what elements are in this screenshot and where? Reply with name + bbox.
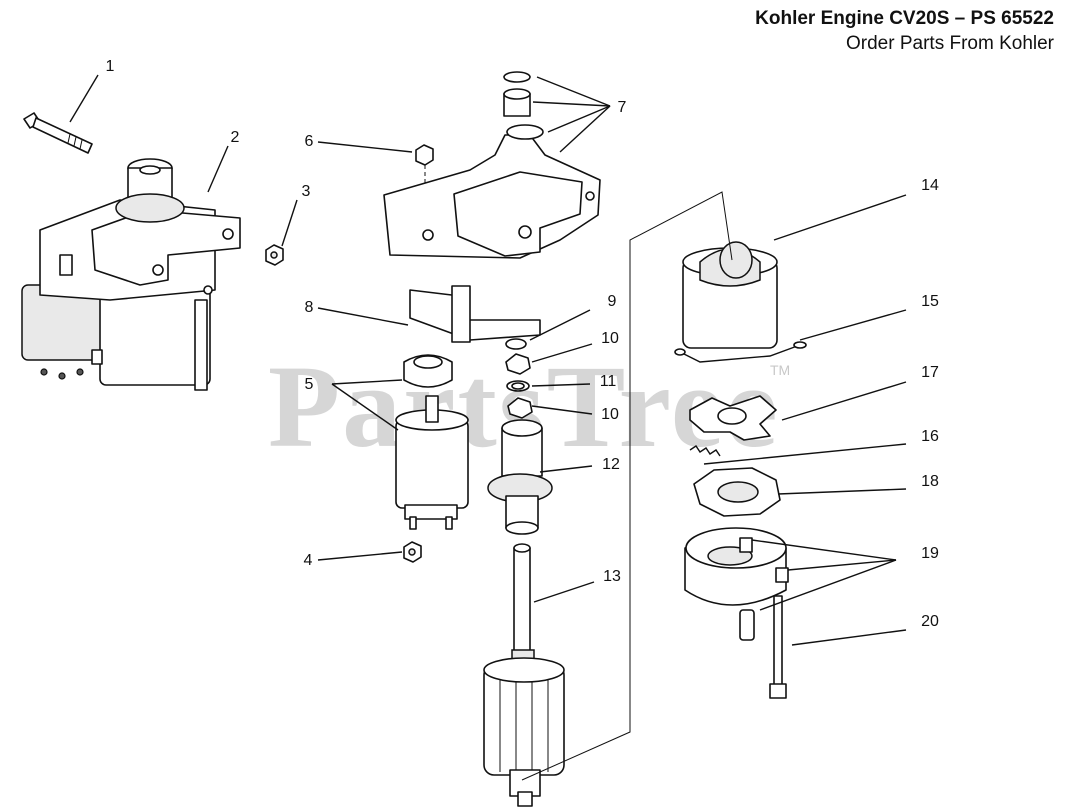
part-brush-leads-15[interactable] xyxy=(674,341,807,363)
diagram-title: Kohler Engine CV20S – PS 65522 xyxy=(755,8,1054,29)
part-plate-18[interactable] xyxy=(693,467,781,517)
part-drive-lever-8[interactable] xyxy=(409,285,541,343)
callout-16[interactable]: 16 xyxy=(921,428,939,445)
callout-10[interactable]: 10 xyxy=(601,330,619,347)
callout-18[interactable]: 18 xyxy=(921,473,939,490)
callout-13[interactable]: 13 xyxy=(603,568,621,585)
callout-2[interactable]: 2 xyxy=(230,129,240,146)
part-brush-holder-17[interactable] xyxy=(689,395,777,441)
assembly-guide-line xyxy=(521,191,733,781)
callout-10b[interactable]: 10 xyxy=(601,406,619,423)
part-starter-assembly-2[interactable] xyxy=(21,158,241,391)
part-drive-pinion-12[interactable] xyxy=(487,419,553,535)
callout-17[interactable]: 17 xyxy=(921,364,939,381)
part-spring-16[interactable] xyxy=(689,445,721,457)
diagram-subtitle: Order Parts From Kohler xyxy=(846,33,1054,54)
part-end-cap-19[interactable] xyxy=(684,527,789,641)
callout-7[interactable]: 7 xyxy=(617,99,627,116)
callout-1[interactable]: 1 xyxy=(105,58,115,75)
callout-4[interactable]: 4 xyxy=(303,552,313,569)
callout-8[interactable]: 8 xyxy=(304,299,314,316)
part-bolt-1[interactable] xyxy=(23,112,93,154)
callout-20[interactable]: 20 xyxy=(921,613,939,630)
callout-12[interactable]: 12 xyxy=(602,456,620,473)
part-frame-14[interactable] xyxy=(682,241,778,349)
part-retainer-10b[interactable] xyxy=(507,397,533,419)
callout-3[interactable]: 3 xyxy=(301,183,311,200)
part-solenoid-5[interactable] xyxy=(395,354,469,530)
leader-lines xyxy=(69,74,907,646)
part-ring-11[interactable] xyxy=(506,380,530,392)
part-nut-6[interactable] xyxy=(415,144,434,230)
callout-6[interactable]: 6 xyxy=(304,133,314,150)
part-nut-4[interactable] xyxy=(403,541,422,563)
callout-19[interactable]: 19 xyxy=(921,545,939,562)
part-ring-9[interactable] xyxy=(505,338,527,350)
callout-14[interactable]: 14 xyxy=(921,177,939,194)
part-nut-3[interactable] xyxy=(265,244,284,266)
callout-5[interactable]: 5 xyxy=(304,376,314,393)
part-retainer-10[interactable] xyxy=(505,353,531,375)
watermark-trademark: TM xyxy=(770,362,791,378)
part-drive-housing-7[interactable] xyxy=(383,71,601,259)
callout-9[interactable]: 9 xyxy=(607,293,617,310)
callout-15[interactable]: 15 xyxy=(921,293,939,310)
part-through-bolt-20[interactable] xyxy=(769,595,787,699)
callout-11[interactable]: 11 xyxy=(599,373,617,390)
